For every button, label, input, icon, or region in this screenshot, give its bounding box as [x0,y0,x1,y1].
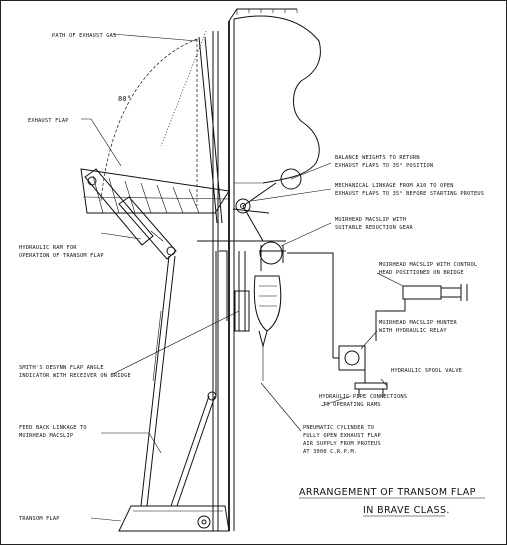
label-balance-1: BALANCE WEIGHTS TO RETURN [335,155,420,161]
exhaust-flap [80,168,230,214]
label-ram-1: HYDRAULIC RAM FOR [19,245,77,251]
hunter-relay [287,252,366,371]
vertical-rods [219,250,250,332]
label-hunter-2: WITH HYDRAULIC RELAY [379,328,447,334]
pivot-linkage [197,168,302,242]
label-pneu-1: PNEUMATIC CYLINDER TO [303,425,374,431]
label-macslip-1: MUIRHEAD MACSLIP WITH [335,217,406,223]
label-mech-2: EXHAUST FLAPS TO 35° BEFORE STARTING PRO… [335,191,484,197]
pneumatic-cylinder [258,330,268,381]
exhaust-duct [233,15,321,184]
exhaust-flap-arc [100,30,207,206]
label-pipe-2: TO OPERATING RAMS [323,402,381,408]
leader-lines [81,33,404,522]
hydraulic-ram [84,168,177,260]
control-head [375,284,468,341]
label-pneu-2: FULLY OPEN EXHAUST FLAP [303,433,381,439]
label-macslip-2: SUITABLE REDUCTION GEAR [335,225,414,231]
label-feed-2: MUIRHEAD MACSLIP [19,433,73,439]
transom-flap-shape [118,505,230,532]
label-spool: HYDRAULIC SPOOL VALVE [391,368,462,374]
hull-structure [198,8,298,531]
spool-valve [354,369,388,397]
label-smiths-2: INDICATOR WITH RECEIVER ON BRIDGE [19,373,131,379]
label-feed-1: FEED BACK LINKAGE TO [19,425,87,431]
title-line-2: IN BRAVE CLASS. [363,505,450,516]
label-angle: 80° [118,95,131,103]
macslip-gear [253,241,286,332]
label-mech-1: MECHANICAL LINKAGE FROM A10 TO OPEN [335,183,454,189]
annotation-labels: PATH OF EXHAUST GAS 80° EXHAUST FLAP HYD… [19,33,484,522]
label-exhaust-flap: EXHAUST FLAP [28,118,69,124]
label-control-2: HEAD POSITIONED ON BRIDGE [379,270,464,276]
label-smiths-1: SMITH'S DESYNN FLAP ANGLE [19,365,104,371]
label-pneu-3: AIR SUPPLY FROM PROTEUS [303,441,381,447]
label-exhaust-gas: PATH OF EXHAUST GAS [52,33,116,39]
title-line-1: ARRANGEMENT OF TRANSOM FLAP [299,487,476,498]
label-control-1: MUIRHEAD MACSLIP WITH CONTROL [379,262,477,268]
label-balance-2: EXHAUST FLAPS TO 35° POSITION [335,163,433,169]
support-struts [140,251,217,507]
diagram-title: ARRANGEMENT OF TRANSOM FLAP IN BRAVE CLA… [299,487,485,517]
label-hunter-1: MUIRHEAD MACSLIP HUNTER [379,320,458,326]
label-transom-flap: TRANSOM FLAP [19,516,60,522]
label-pipe-1: HYDRAULIC PIPE CONNECTIONS [319,394,407,400]
label-ram-2: OPERATION OF TRANSOM FLAP [19,253,104,259]
label-pneu-4: AT 3000 C.R.P.M. [303,449,357,455]
